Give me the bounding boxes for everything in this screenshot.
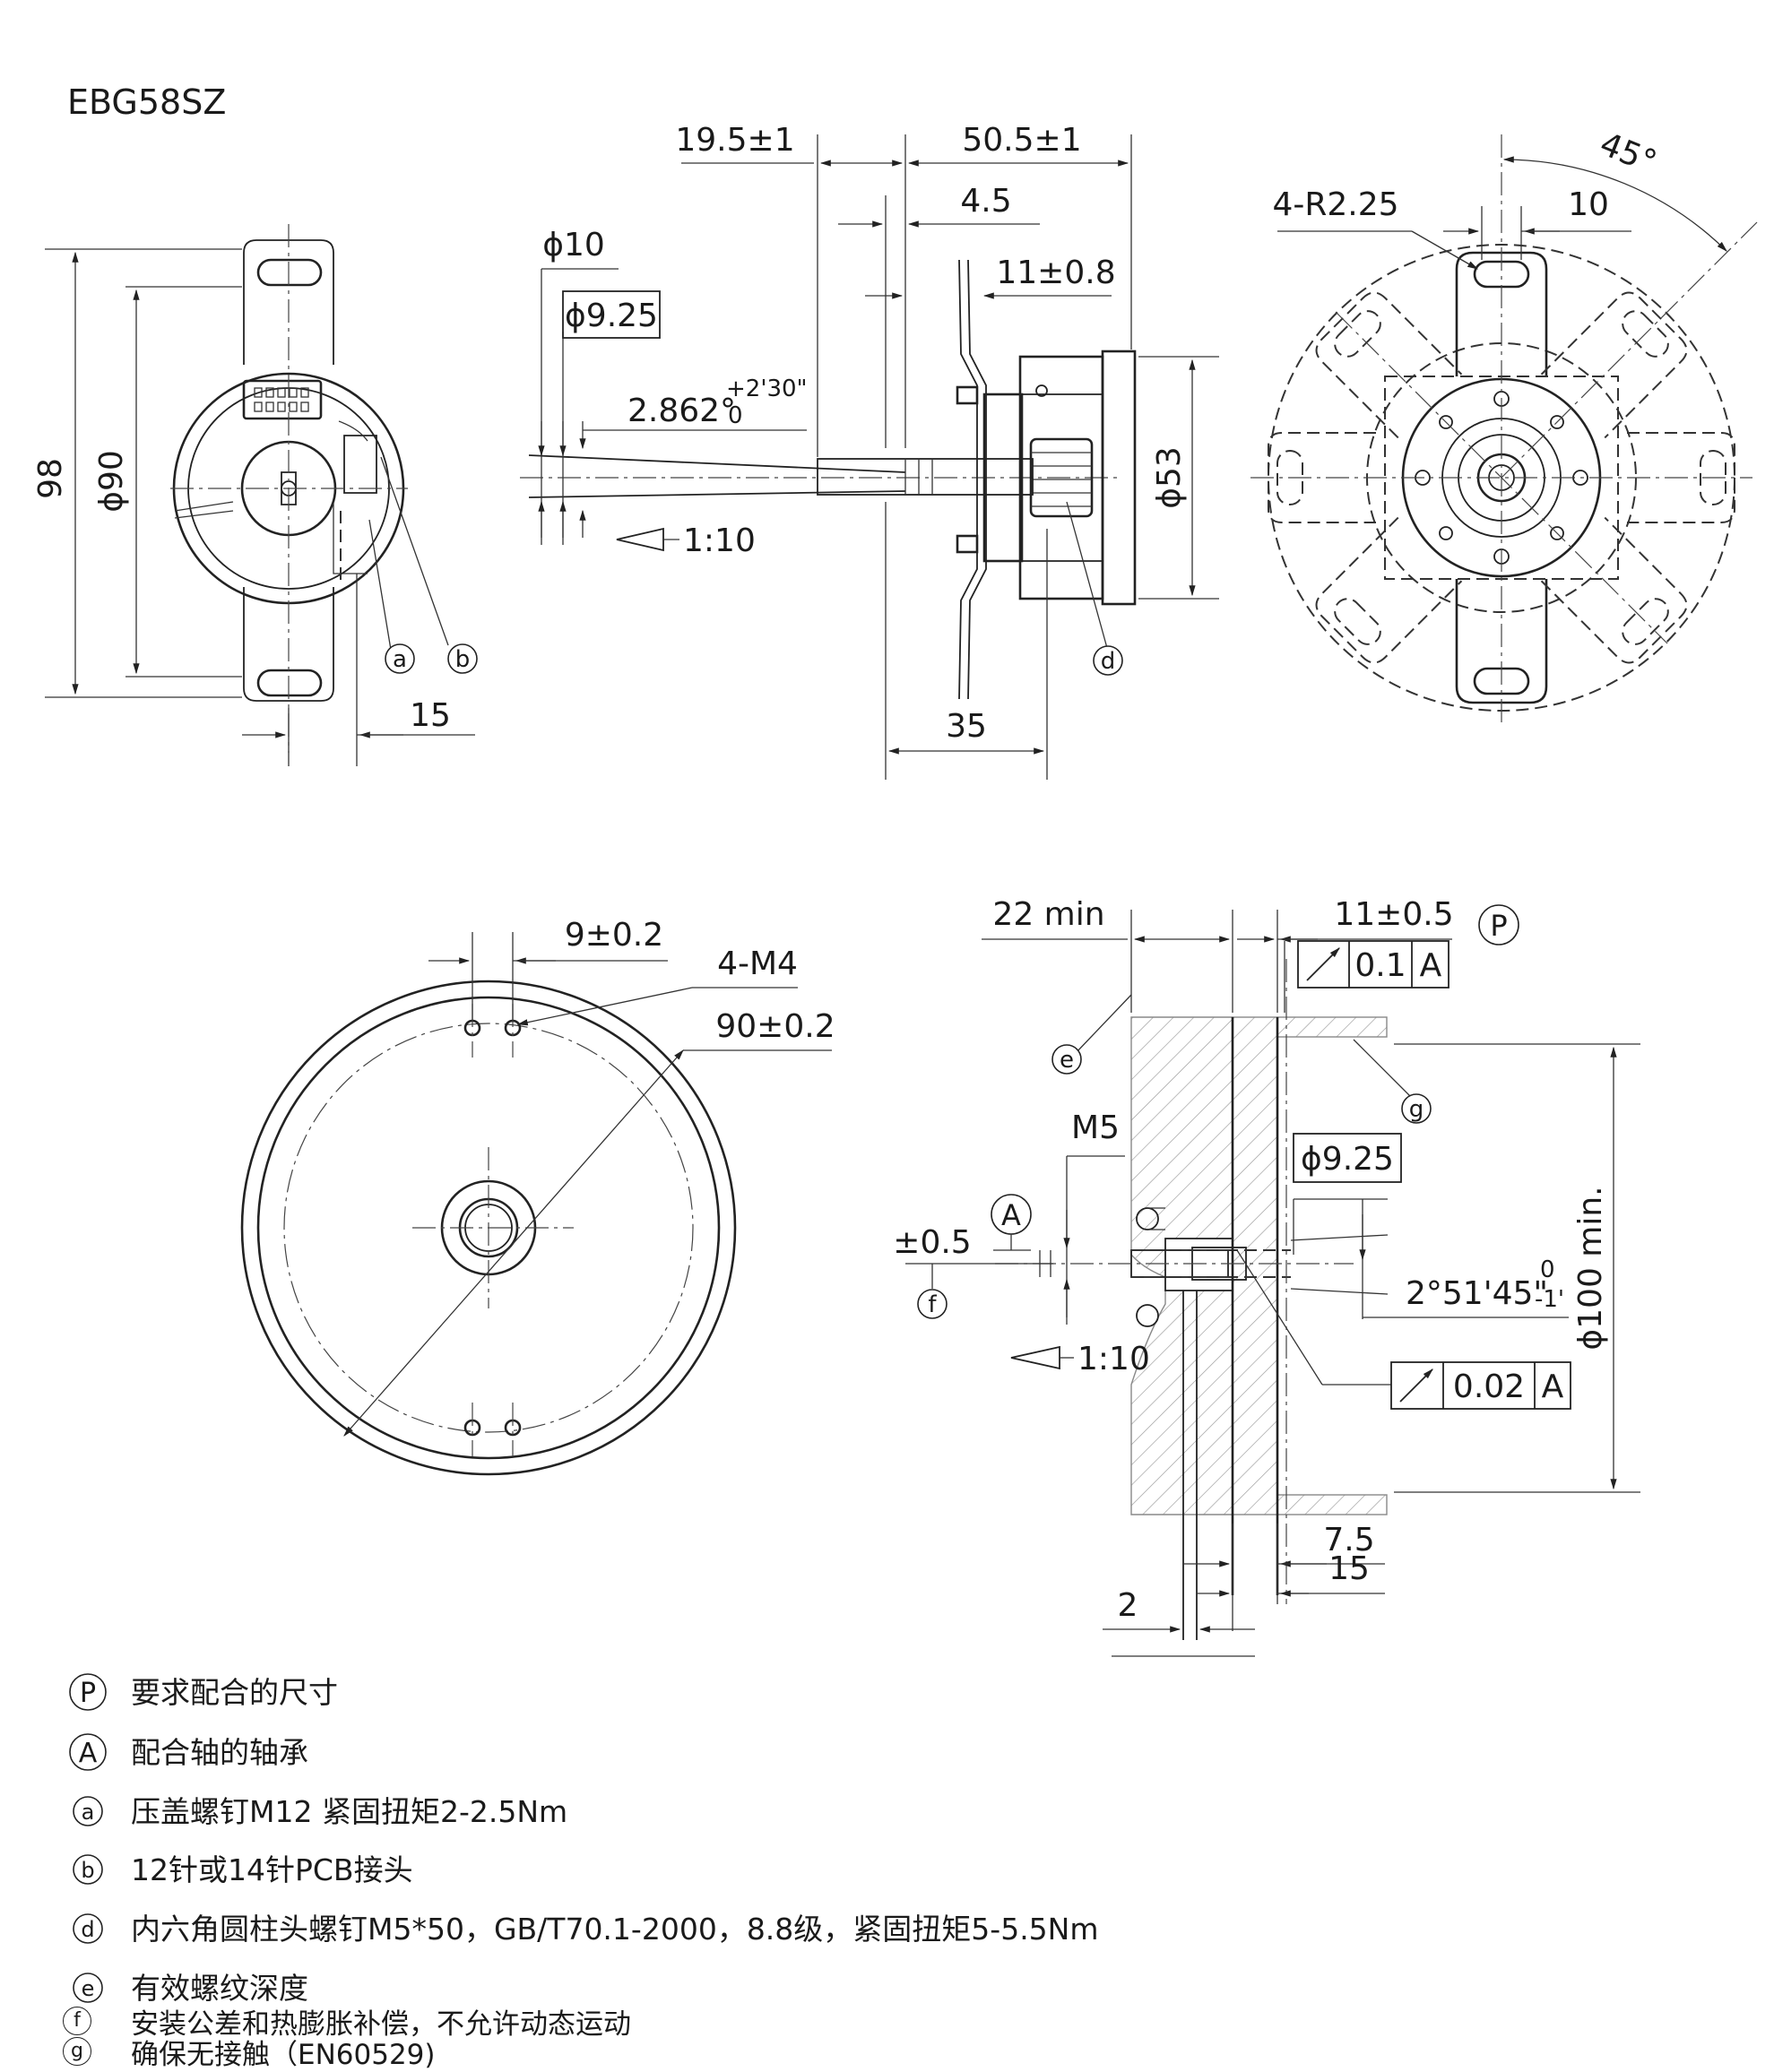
dim-angle2-main: 2°51'45" bbox=[1406, 1275, 1548, 1312]
svg-text:配合轴的轴承: 配合轴的轴承 bbox=[131, 1735, 308, 1770]
dim-7-5: 7.5 bbox=[1323, 1522, 1374, 1558]
dim-angle-low: 0 bbox=[728, 402, 743, 429]
svg-text:有效螺纹深度: 有效螺纹深度 bbox=[131, 1971, 308, 2006]
dim-taper-a: 1:10 bbox=[683, 522, 756, 559]
callout-g: g bbox=[1409, 1096, 1424, 1123]
rear-view: 10 4-R2.25 45° bbox=[1250, 125, 1758, 726]
dim-angle-up: +2'30" bbox=[726, 376, 808, 402]
legend-lower: f 安装公差和热膨胀补偿，不允许动态运动 g 确保无接触（EN60529) bbox=[63, 2006, 1138, 2071]
legend-text-g: 确保无接触（EN60529) bbox=[131, 2038, 436, 2071]
dim-phi9-25-b: ϕ9.25 bbox=[1301, 1141, 1394, 1178]
legend-item-e: e 有效螺纹深度 bbox=[73, 1971, 308, 2006]
tolerance-frame-runout-2: 0.02 A bbox=[1390, 1361, 1571, 1410]
dim-11-0-8: 11±0.8 bbox=[996, 255, 1115, 291]
tolerance-frame-runout-1: 0.1 A bbox=[1297, 940, 1449, 989]
legend-item-b: b 12针或14针PCB接头 bbox=[73, 1852, 413, 1887]
dim-11-05: 11±0.5 bbox=[1334, 896, 1453, 933]
callout-A: A bbox=[1001, 1198, 1021, 1232]
callout-e: e bbox=[1060, 1047, 1074, 1074]
dim-45: 45° bbox=[1595, 125, 1662, 181]
dim-phi100: ϕ100 min. bbox=[1572, 1186, 1609, 1350]
dim-35: 35 bbox=[946, 708, 987, 745]
svg-text:要求配合的尺寸: 要求配合的尺寸 bbox=[131, 1675, 338, 1710]
legend-item-f-row: f 安装公差和热膨胀补偿，不允许动态运动 bbox=[63, 2006, 1138, 2041]
dim-4r225: 4-R2.25 bbox=[1272, 186, 1398, 223]
dim-22min: 22 min bbox=[992, 896, 1104, 933]
svg-text:0.1: 0.1 bbox=[1354, 947, 1406, 984]
dim-angle-main: 2.862° bbox=[627, 393, 736, 429]
svg-text:压盖螺钉M12 紧固扭矩2-2.5Nm: 压盖螺钉M12 紧固扭矩2-2.5Nm bbox=[131, 1794, 567, 1829]
legend-item-P: P 要求配合的尺寸 bbox=[69, 1673, 338, 1711]
drawing-title: EBG58SZ bbox=[67, 82, 226, 122]
callout-d: d bbox=[1101, 648, 1116, 675]
dim-4-5: 4.5 bbox=[960, 183, 1011, 220]
front-view: 98 ϕ90 15 a b bbox=[32, 224, 478, 766]
dim-15b: 15 bbox=[1328, 1550, 1370, 1587]
callout-P: P bbox=[1490, 909, 1507, 943]
dim-50-5: 50.5±1 bbox=[962, 122, 1081, 159]
dim-phi10: ϕ10 bbox=[542, 227, 605, 263]
svg-text:b: b bbox=[81, 1858, 94, 1883]
legend-text-f: 安装公差和热膨胀补偿，不允许动态运动 bbox=[131, 2007, 631, 2041]
svg-text:A: A bbox=[1542, 1368, 1564, 1405]
dim-9-02: 9±0.2 bbox=[565, 917, 663, 954]
svg-text:A: A bbox=[1420, 947, 1442, 984]
legend-item-A: A 配合轴的轴承 bbox=[69, 1733, 308, 1771]
legend: P 要求配合的尺寸 A 配合轴的轴承 a 压盖螺钉M12 紧固扭矩2-2.5Nm… bbox=[69, 1673, 1099, 2006]
dim-angle2-up: 0 bbox=[1540, 1256, 1555, 1283]
dim-98: 98 bbox=[32, 458, 69, 499]
dim-15a: 15 bbox=[410, 697, 451, 734]
legend-item-g-row: g 确保无接触（EN60529) bbox=[63, 2036, 1138, 2071]
dim-pm05: ±0.5 bbox=[893, 1224, 971, 1261]
svg-text:a: a bbox=[82, 1800, 95, 1825]
dim-phi90: ϕ90 bbox=[93, 450, 130, 513]
callout-f: f bbox=[928, 1291, 937, 1318]
callout-b: b bbox=[455, 646, 471, 673]
dim-4m4: 4-M4 bbox=[717, 945, 798, 982]
svg-text:A: A bbox=[79, 1738, 98, 1769]
legend-symbol-f: f bbox=[63, 2007, 91, 2035]
svg-text:0.02: 0.02 bbox=[1453, 1368, 1525, 1405]
dim-taper-b: 1:10 bbox=[1077, 1341, 1150, 1377]
legend-item-a: a 压盖螺钉M12 紧固扭矩2-2.5Nm bbox=[73, 1794, 567, 1829]
dim-2: 2 bbox=[1118, 1587, 1138, 1624]
dim-angle2-low: -1' bbox=[1535, 1286, 1564, 1313]
section-view: 22 min 11±0.5 P 0.1 A e g ϕ100 min. bbox=[893, 896, 1640, 1657]
svg-text:内六角圆柱头螺钉M5*50，GB/T70.1-2000，8.: 内六角圆柱头螺钉M5*50，GB/T70.1-2000，8.8级，紧固扭矩5-5… bbox=[131, 1912, 1099, 1947]
flange-view: 9±0.2 4-M4 90±0.2 bbox=[240, 917, 835, 1476]
callout-a: a bbox=[393, 646, 407, 673]
svg-text:e: e bbox=[82, 1976, 95, 2001]
dim-10: 10 bbox=[1568, 186, 1609, 223]
svg-text:12针或14针PCB接头: 12针或14针PCB接头 bbox=[131, 1852, 413, 1887]
side-view: 19.5±1 50.5±1 4.5 11±0.8 ϕ10 ϕ9.25 2.862… bbox=[520, 122, 1219, 780]
dim-90-02: 90±0.2 bbox=[715, 1008, 835, 1045]
legend-symbol-g: g bbox=[63, 2037, 91, 2066]
svg-text:d: d bbox=[81, 1917, 94, 1942]
legend-item-d: d 内六角圆柱头螺钉M5*50，GB/T70.1-2000，8.8级，紧固扭矩5… bbox=[73, 1912, 1099, 1947]
dim-19-5: 19.5±1 bbox=[675, 122, 794, 159]
svg-text:P: P bbox=[80, 1678, 96, 1709]
dim-phi9-25-box: ϕ9.25 bbox=[565, 298, 658, 334]
dim-m5: M5 bbox=[1071, 1109, 1120, 1146]
dim-phi53: ϕ53 bbox=[1151, 446, 1188, 509]
